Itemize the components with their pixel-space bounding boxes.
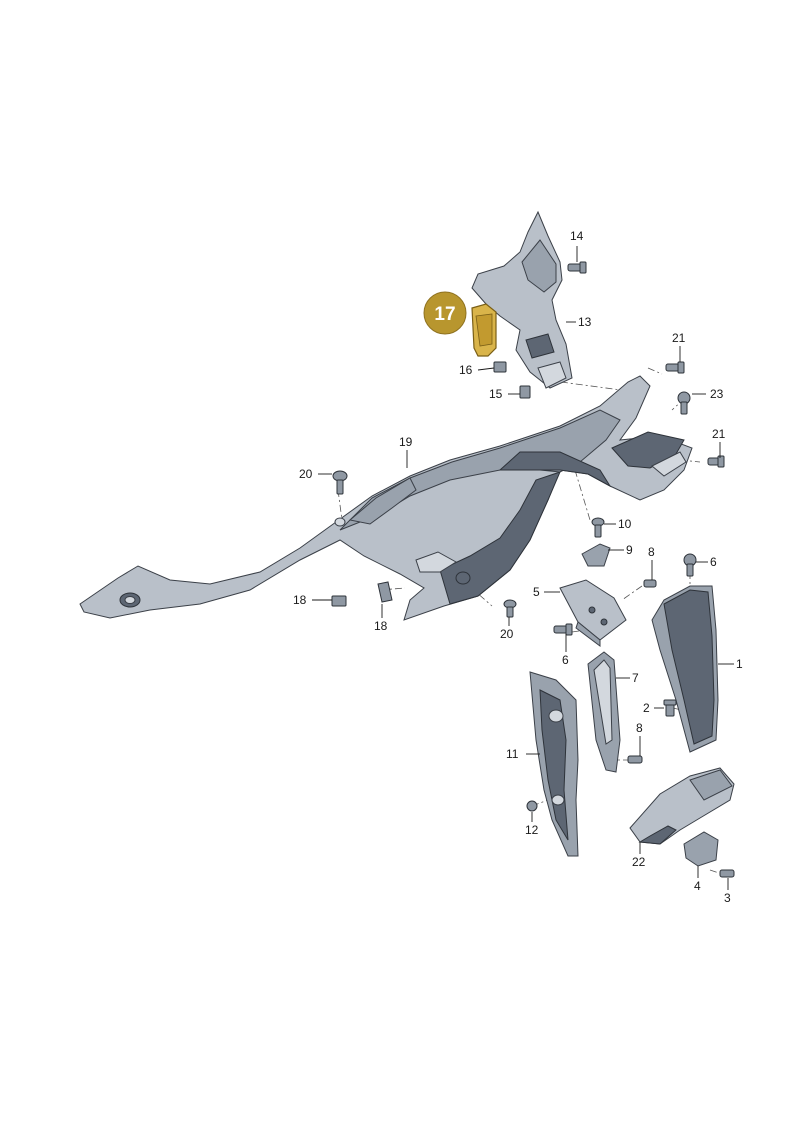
nut-16 <box>493 361 507 373</box>
bolt-8-lower <box>627 755 643 764</box>
callout-18-right: 18 <box>374 619 388 633</box>
bolt-8-upper <box>643 579 657 588</box>
callout-18-left: 18 <box>293 593 307 607</box>
callout-4: 4 <box>694 879 701 893</box>
bolt-23 <box>677 391 691 415</box>
part-1-side-trim <box>651 585 719 753</box>
callout-11: 11 <box>506 747 519 761</box>
bolt-21-lower <box>707 455 725 468</box>
callout-8-upper: 8 <box>648 545 655 559</box>
part-4-l-bracket <box>683 831 719 867</box>
callout-6-left: 6 <box>562 653 569 667</box>
callout-8-lower: 8 <box>636 721 643 735</box>
part-7-bracket-strip <box>587 651 621 773</box>
badge-circle[interactable] <box>423 291 467 335</box>
callout-12: 12 <box>525 823 539 837</box>
part-19-wheelhouse-liner <box>79 375 693 621</box>
callout-5: 5 <box>533 585 540 599</box>
leader-lines <box>312 246 734 890</box>
callout-14: 14 <box>570 229 584 243</box>
bolt-14 <box>567 261 587 274</box>
screw-10 <box>591 517 605 538</box>
clip-18-right <box>377 581 393 603</box>
part-11-lower-trim <box>529 671 579 857</box>
part-9-small-bracket <box>581 543 611 567</box>
bolt-3 <box>719 869 735 878</box>
nut-15 <box>519 385 531 399</box>
part-5-mounting-plate <box>559 579 627 647</box>
badge-label: 17 <box>434 304 455 325</box>
callout-15: 15 <box>489 387 503 401</box>
callout-23: 23 <box>710 387 724 401</box>
clip-18-left <box>331 595 347 607</box>
highlight-badge-17[interactable]: 17 <box>423 291 467 335</box>
nut-12 <box>526 800 538 812</box>
callout-19: 19 <box>399 435 413 449</box>
callout-labels: 14 13 16 15 21 23 21 19 20 10 9 8 6 5 18… <box>293 229 743 905</box>
callout-3: 3 <box>724 891 731 905</box>
bolt-2 <box>663 699 677 717</box>
callout-6-right: 6 <box>710 555 717 569</box>
callout-21-upper: 21 <box>672 331 686 345</box>
part-17-clip <box>471 303 497 357</box>
screw-20-lower <box>503 599 517 618</box>
callout-1: 1 <box>736 657 743 671</box>
screw-20-upper <box>332 470 348 495</box>
bolt-6-right <box>683 553 697 577</box>
bolt-6-left <box>553 623 573 636</box>
callout-22: 22 <box>632 855 646 869</box>
callout-20-upper: 20 <box>299 467 313 481</box>
callout-16: 16 <box>459 363 473 377</box>
callout-13: 13 <box>578 315 592 329</box>
part-22-lower-bracket <box>629 767 735 845</box>
callout-9: 9 <box>626 543 633 557</box>
callout-7: 7 <box>632 671 639 685</box>
bolt-21-upper <box>665 361 685 374</box>
callout-2: 2 <box>643 701 650 715</box>
callout-21-lower: 21 <box>712 427 726 441</box>
fasteners <box>331 261 735 878</box>
part-13-upper-panel <box>471 210 573 389</box>
callout-10: 10 <box>618 517 632 531</box>
callout-20-lower: 20 <box>500 627 514 641</box>
